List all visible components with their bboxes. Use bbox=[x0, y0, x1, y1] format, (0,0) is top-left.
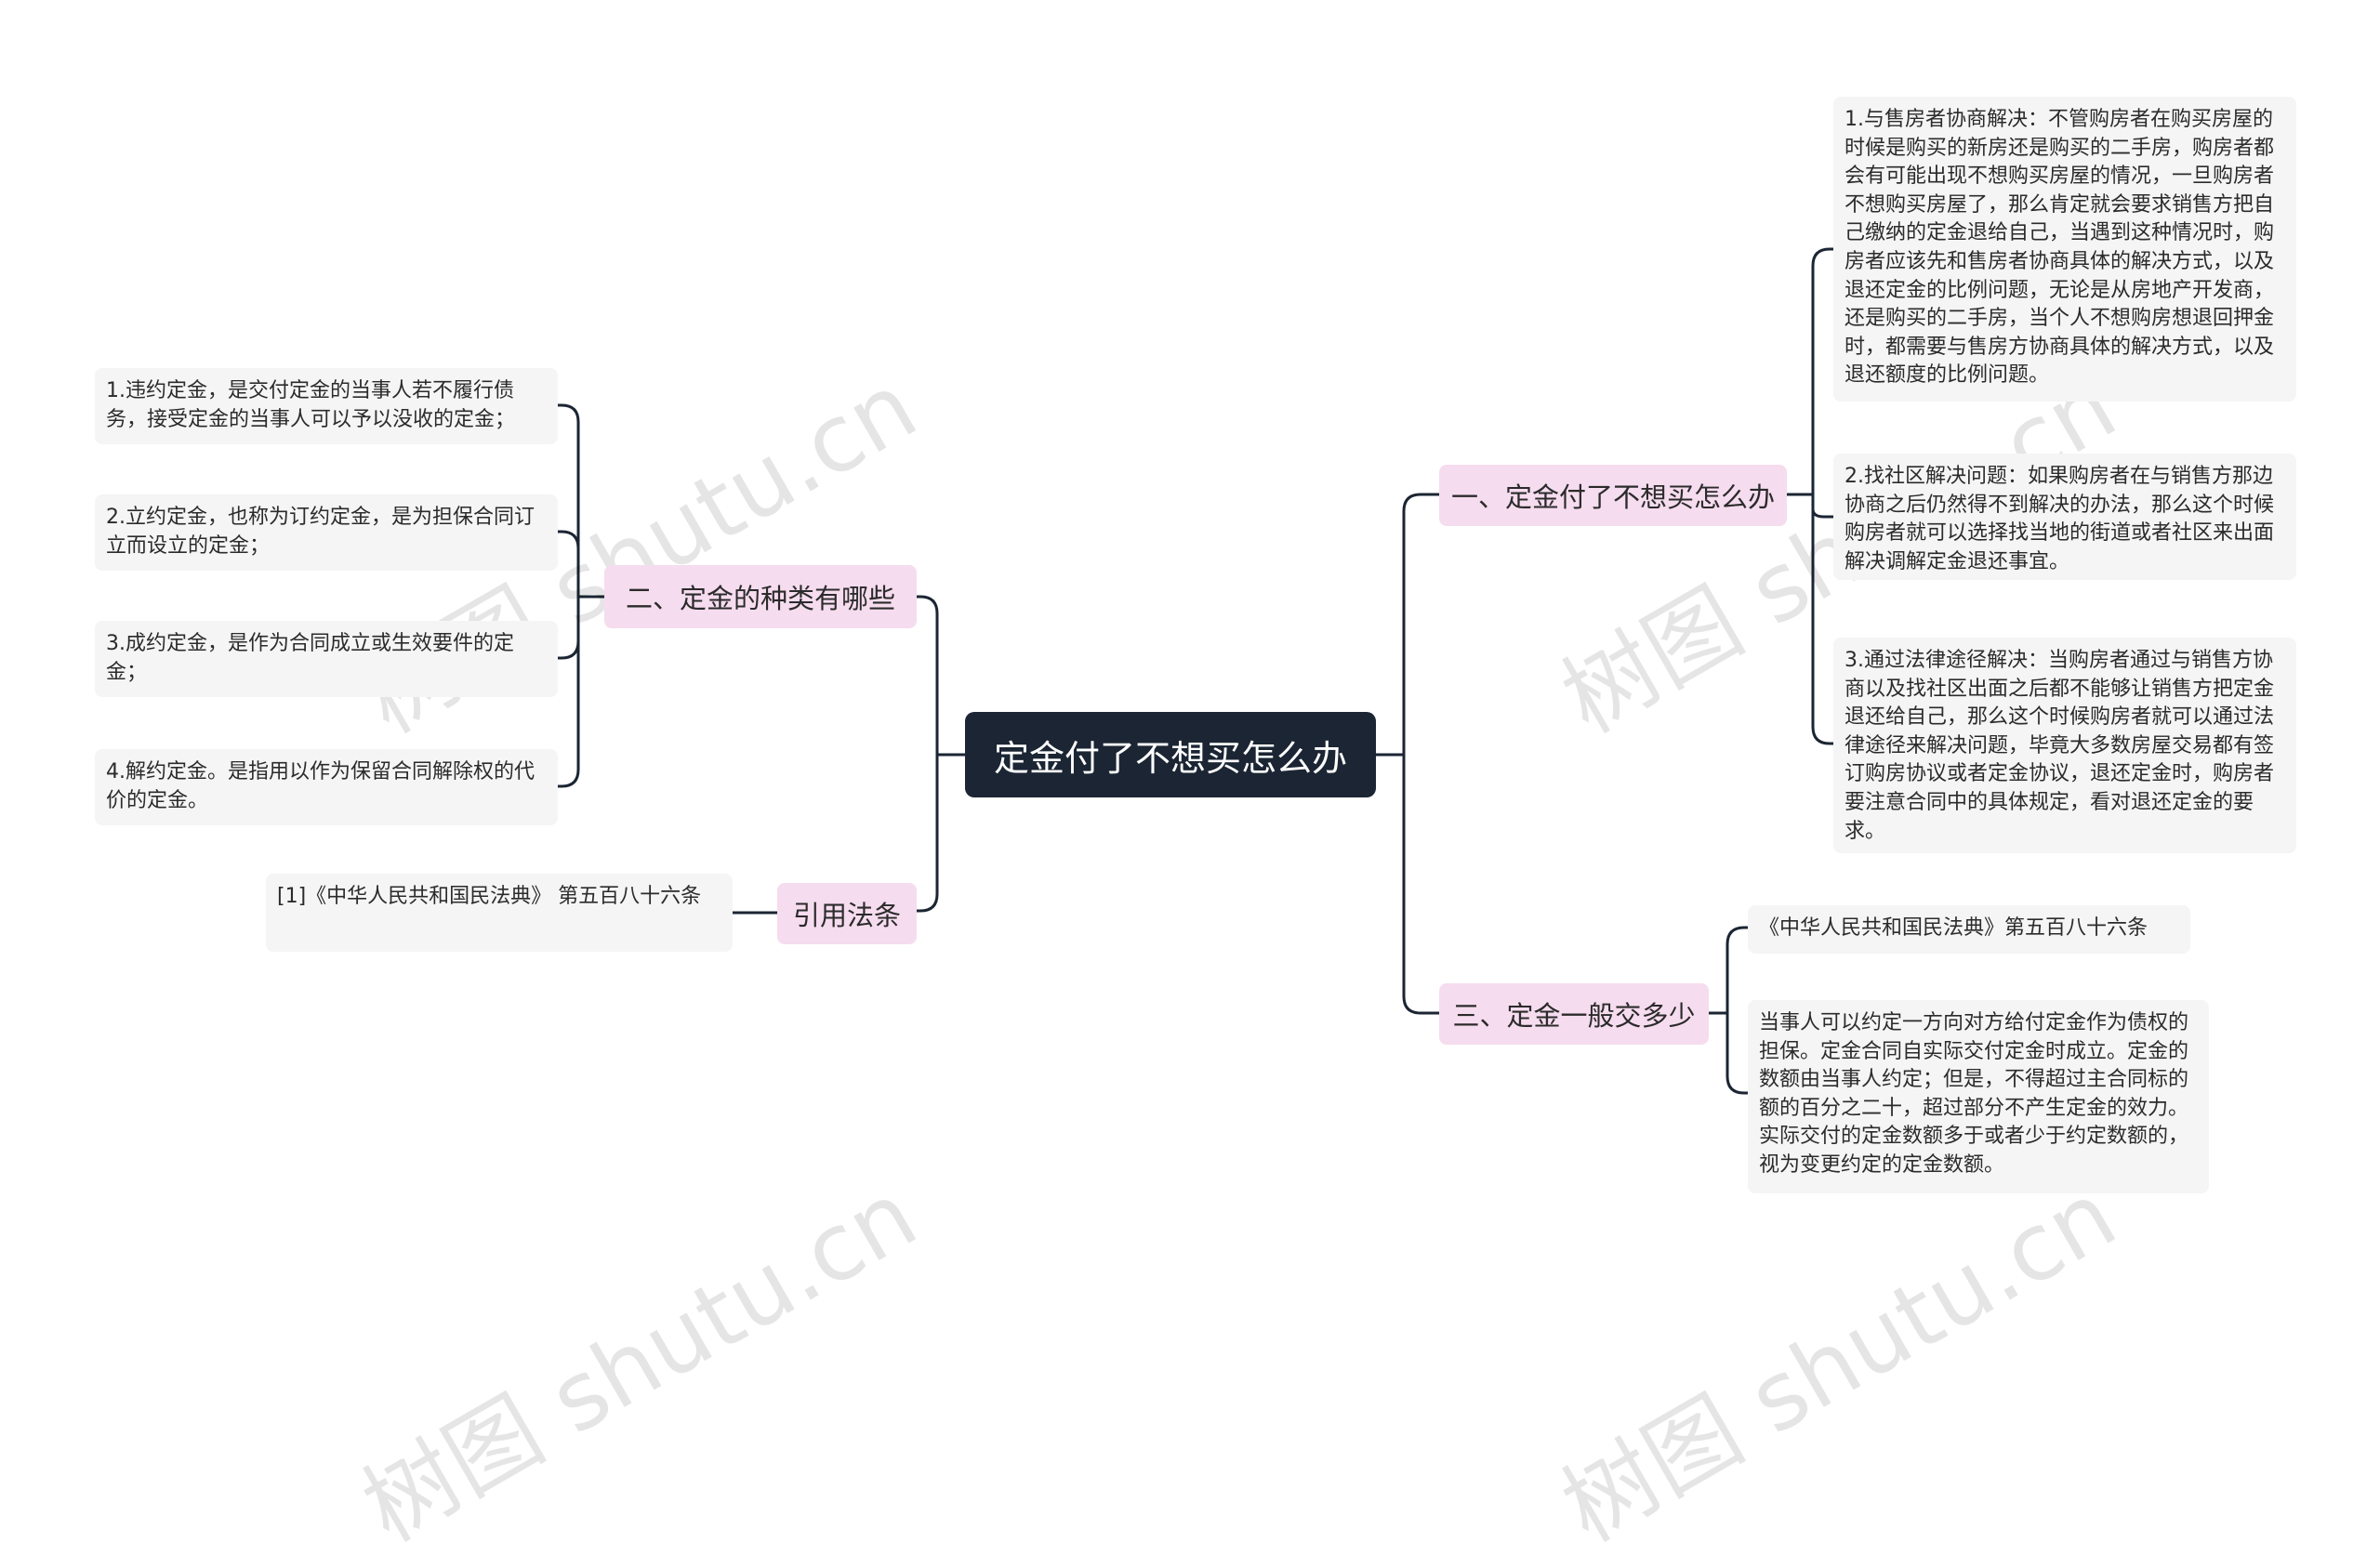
connector-lines bbox=[556, 247, 1835, 1095]
root-topic[interactable]: 定金付了不想买怎么办 bbox=[965, 712, 1376, 797]
leaf-contract-formation-deposit[interactable]: 2.立约定金，也称为订约定金，是为担保合同订立而设立的定金； bbox=[95, 494, 558, 571]
branch-legal-citation[interactable]: 引用法条 bbox=[777, 883, 917, 944]
leaf-effectiveness-deposit[interactable]: 3.成约定金，是作为合同成立或生效要件的定金； bbox=[95, 621, 558, 697]
leaf-negotiate-seller[interactable]: 1.与售房者协商解决：不管购房者在购买房屋的时候是购买的新房还是购买的二手房，购… bbox=[1833, 97, 2296, 402]
leaf-citation-reference[interactable]: [1]《中华人民共和国民法典》 第五百八十六条 bbox=[266, 874, 733, 952]
branch-deposit-amount[interactable]: 三、定金一般交多少 bbox=[1439, 983, 1709, 1045]
leaf-breach-deposit[interactable]: 1.违约定金，是交付定金的当事人若不履行债务，接受定金的当事人可以予以没收的定金… bbox=[95, 368, 558, 444]
leaf-community-help[interactable]: 2.找社区解决问题：如果购房者在与销售方那边协商之后仍然得不到解决的办法，那么这… bbox=[1833, 454, 2296, 580]
branch-handling[interactable]: 一、定金付了不想买怎么办 bbox=[1439, 465, 1787, 526]
leaf-civil-code-article[interactable]: 《中华人民共和国民法典》第五百八十六条 bbox=[1748, 905, 2190, 954]
leaf-termination-deposit[interactable]: 4.解约定金。是指用以作为保留合同解除权的代价的定金。 bbox=[95, 749, 558, 825]
branch-deposit-types[interactable]: 二、定金的种类有哪些 bbox=[604, 565, 917, 628]
leaf-deposit-amount-rule[interactable]: 当事人可以约定一方向对方给付定金作为债权的担保。定金合同自实际交付定金时成立。定… bbox=[1748, 1000, 2209, 1193]
leaf-legal-route[interactable]: 3.通过法律途径解决：当购房者通过与销售方协商以及找社区出面之后都不能够让销售方… bbox=[1833, 638, 2296, 853]
